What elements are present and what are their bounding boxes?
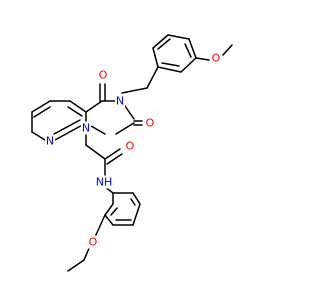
bond [167,34,190,40]
bond [132,203,141,226]
atom-label-background [124,139,136,153]
bond [130,198,136,206]
atom-o-methoxy: O [212,52,221,65]
atom-label-background [97,68,109,82]
bond [115,122,135,135]
bond [53,119,81,135]
atom-label-background [210,51,222,65]
atom-o-amide: O [126,140,135,153]
bond [31,131,46,141]
bond [157,38,171,50]
bond [106,153,123,165]
atom-n3: N [116,95,124,108]
atom-nh-amide: NH [96,176,113,189]
atom-label-background [114,94,126,108]
bond [152,34,169,49]
bond [184,43,192,58]
bond [146,66,159,89]
atom-n-pyridine: N [46,135,54,148]
bond [180,57,197,73]
atom-n1: N [82,122,90,135]
bond [188,38,197,59]
bond [90,125,106,135]
atom-o-carbonyl-2: O [146,117,155,130]
bond [54,122,87,141]
bond [124,105,135,120]
atom-o-carbonyl-4: O [99,69,108,82]
atom-label-background [80,121,92,135]
bond [161,62,180,67]
bond [132,192,141,205]
bond [69,100,87,113]
bond [121,87,148,94]
atom-label-background [144,116,156,130]
bond [157,66,182,73]
bond [104,148,121,160]
bond-lines [31,34,233,272]
bond [110,207,118,216]
bond [85,100,103,113]
bond [33,106,51,118]
bond [67,259,85,272]
atom-label-background [94,175,114,189]
bond [94,214,106,238]
chemical-structure: O O N O N N O NH O [31,34,233,272]
bond [104,214,114,226]
bond [104,203,114,216]
atom-label-background [44,134,56,148]
bond [67,106,83,117]
bond [31,100,51,113]
bond [152,47,159,68]
atom-label-background [87,235,99,249]
atom-labels: O O N O N N O NH O [44,51,222,249]
atom-o-ethoxy: O [89,236,98,249]
bond [222,44,233,56]
bond [85,144,106,160]
bond [195,57,210,61]
